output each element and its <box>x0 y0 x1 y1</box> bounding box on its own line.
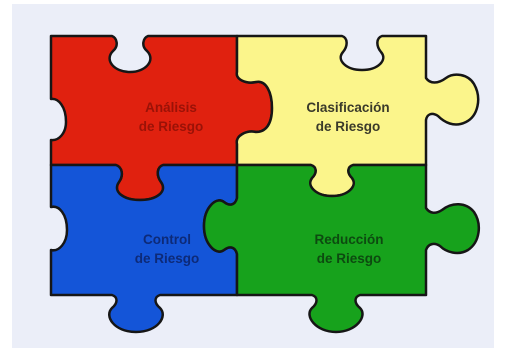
reduction-label-line1: Reducción <box>314 232 383 247</box>
analysis-label-line1: Análisis <box>145 100 197 115</box>
piece-classification <box>235 34 480 198</box>
control-label-line2: de Riesgo <box>135 251 200 266</box>
reduction-label-line2: de Riesgo <box>317 251 382 266</box>
classification-label-line2: de Riesgo <box>316 119 381 134</box>
control-label-line1: Control <box>143 232 191 247</box>
analysis-label-line2: de Riesgo <box>139 119 204 134</box>
classification-label-line1: Clasificación <box>306 100 389 115</box>
piece-reduction <box>202 163 481 334</box>
